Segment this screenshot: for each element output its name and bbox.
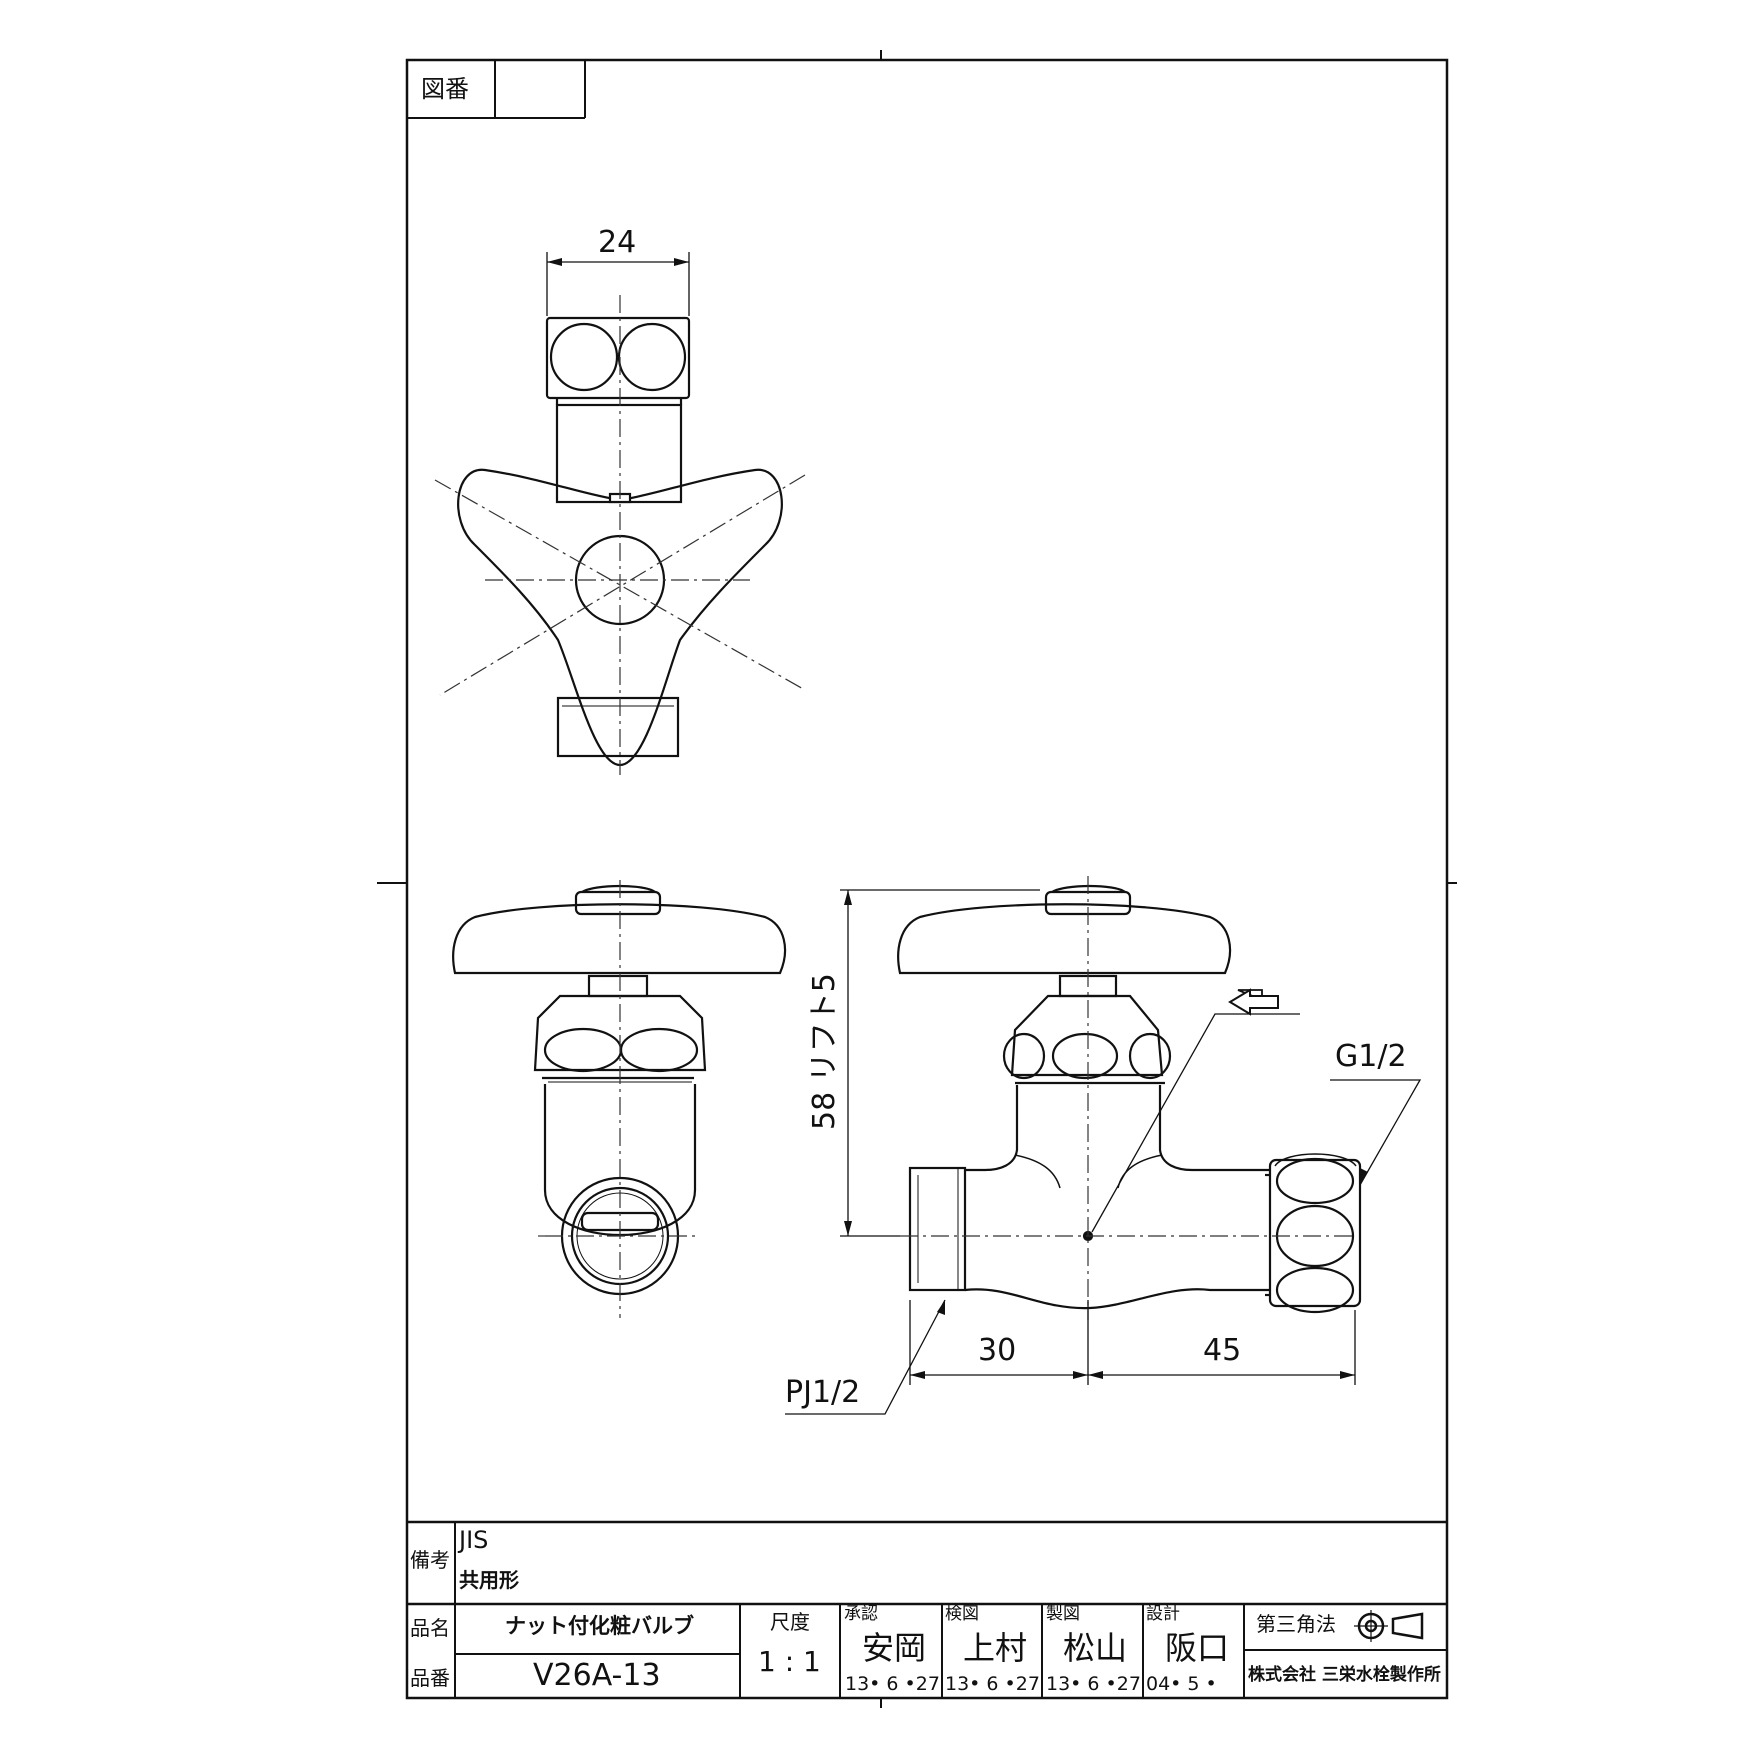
- approval-name: 安岡: [862, 1629, 927, 1667]
- product-number-label: 品番: [410, 1666, 450, 1690]
- side-view: [897, 884, 1362, 1314]
- top-view: [457, 316, 783, 767]
- front-view: [452, 884, 787, 1296]
- dim-dist-left: 30: [978, 1333, 1017, 1368]
- inspection-name: 上村: [963, 1629, 1028, 1667]
- drafting-name: 松山: [1063, 1629, 1128, 1667]
- inspection-label: 検図: [945, 1604, 979, 1624]
- company-name: 株式会社 三栄水栓製作所: [1248, 1665, 1441, 1685]
- dim-height-lift: 58 リフト5: [807, 973, 842, 1130]
- dim-dist-right: 45: [1203, 1333, 1242, 1368]
- design-name: 阪口: [1165, 1629, 1230, 1667]
- design-label: 設計: [1146, 1604, 1180, 1624]
- design-date: 04• 5 •: [1146, 1673, 1217, 1695]
- drawing-number-label: 図番: [421, 75, 469, 103]
- inspection-date: 13• 6 •27: [945, 1673, 1040, 1695]
- drafting-date: 13• 6 •27: [1046, 1673, 1141, 1695]
- scale-label: 尺度: [770, 1610, 810, 1634]
- remarks-label: 備考: [410, 1548, 450, 1572]
- product-number-value: V26A-13: [533, 1658, 661, 1693]
- product-name-value: ナット付化粧バルブ: [505, 1614, 694, 1638]
- approval-date: 13• 6 •27: [845, 1673, 940, 1695]
- dim-thread-pj: PJ1/2: [785, 1375, 861, 1410]
- scale-value: 1 : 1: [758, 1645, 821, 1678]
- product-name-label: 品名: [410, 1616, 450, 1640]
- projection-label: 第三角法: [1256, 1612, 1336, 1636]
- top-view-centerlines: [434, 295, 806, 775]
- remarks-line-2: 共用形: [459, 1568, 519, 1592]
- approval-label: 承認: [844, 1604, 878, 1624]
- remarks-line-1: JIS: [459, 1526, 489, 1554]
- dim-thread-g: G1/2: [1335, 1039, 1407, 1074]
- drafting-label: 製図: [1046, 1604, 1080, 1624]
- dim-width-top: 24: [598, 225, 637, 260]
